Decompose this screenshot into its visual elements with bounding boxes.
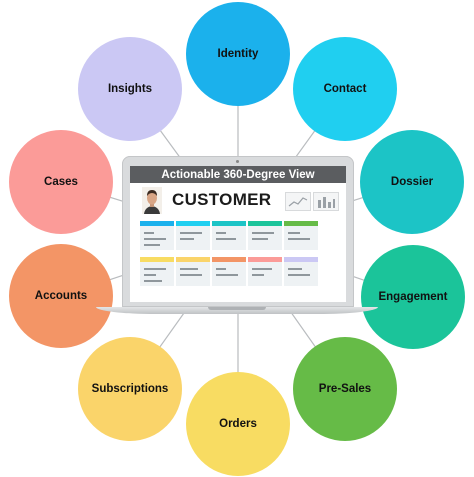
node-cases: Cases — [9, 130, 113, 234]
laptop-base — [96, 307, 378, 314]
laptop-display — [130, 166, 346, 302]
laptop-notch — [208, 307, 266, 310]
node-insights: Insights — [78, 37, 182, 141]
node-accounts: Accounts — [9, 244, 113, 348]
line-chart-icon — [285, 192, 311, 211]
customer-avatar — [142, 187, 162, 214]
node-identity-label: Identity — [217, 48, 259, 60]
node-presales-label: Pre-Sales — [318, 383, 372, 395]
node-engagement: Engagement — [361, 245, 465, 349]
node-orders: Orders — [186, 372, 290, 476]
node-dossier-label: Dossier — [390, 176, 434, 188]
node-cases-label: Cases — [44, 176, 78, 188]
customer-title: CUSTOMER — [172, 190, 272, 209]
node-contact-label: Contact — [323, 83, 367, 95]
bar-chart-icon — [313, 192, 339, 211]
node-subscriptions: Subscriptions — [78, 337, 182, 441]
view-banner: Actionable 360-Degree View — [130, 166, 346, 183]
node-orders-label: Orders — [219, 418, 257, 430]
node-identity: Identity — [186, 2, 290, 106]
node-presales: Pre-Sales — [293, 337, 397, 441]
person-icon — [144, 190, 160, 214]
node-subscriptions-label: Subscriptions — [91, 383, 169, 395]
node-insights-label: Insights — [107, 83, 153, 95]
node-contact: Contact — [293, 37, 397, 141]
node-dossier: Dossier — [360, 130, 464, 234]
view-banner-text: Actionable 360-Degree View — [161, 168, 315, 181]
laptop-camera — [236, 160, 239, 163]
node-engagement-label: Engagement — [378, 291, 448, 303]
node-accounts-label: Accounts — [34, 290, 88, 302]
